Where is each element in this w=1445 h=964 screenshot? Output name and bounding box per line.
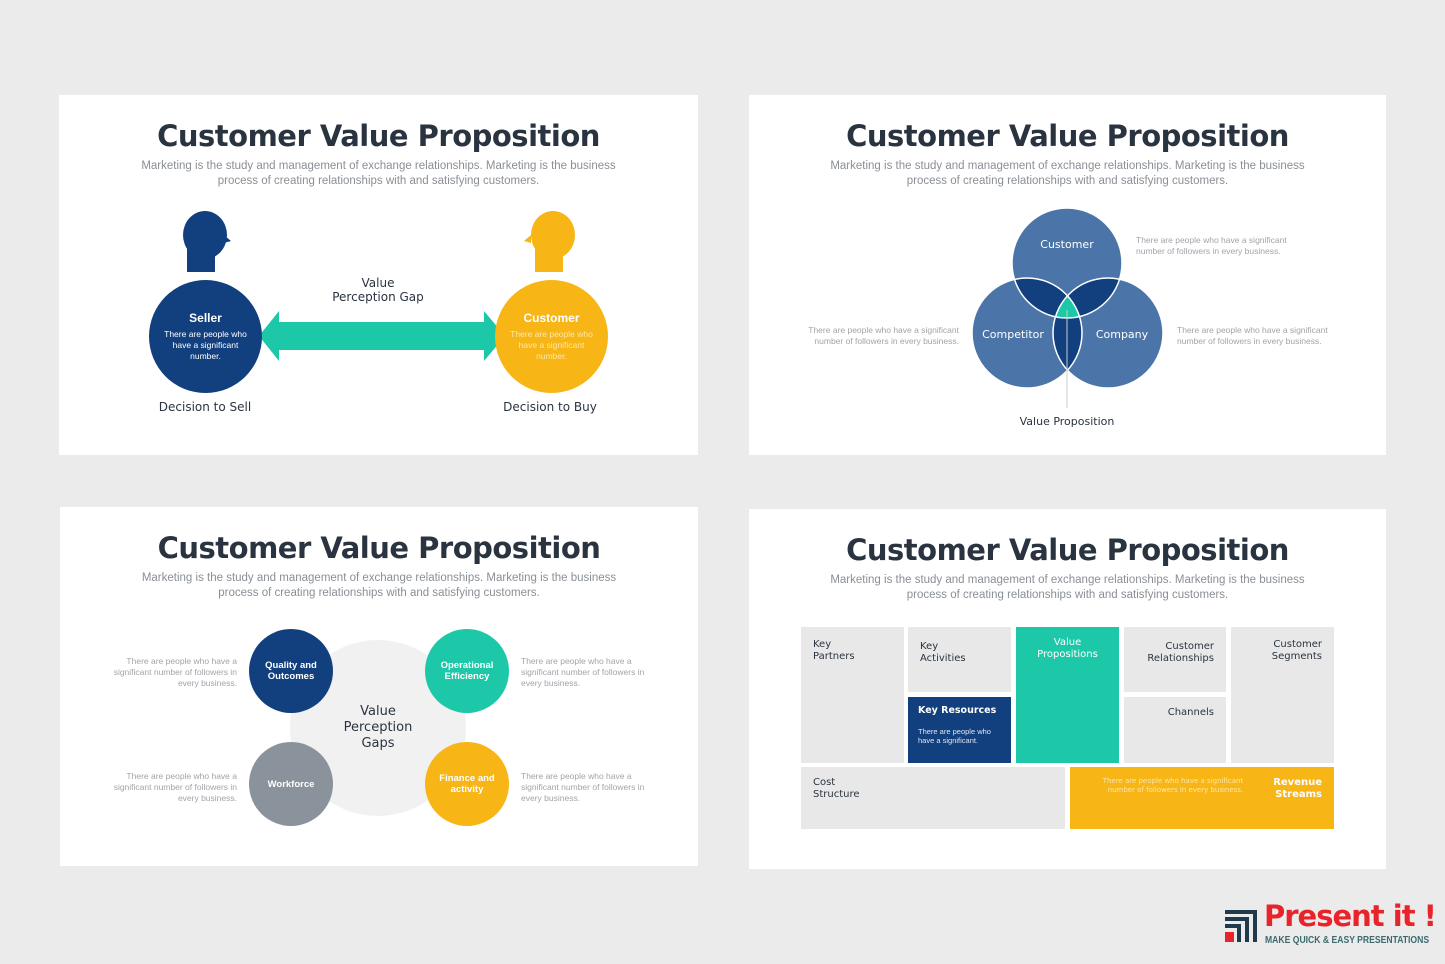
customer-head-icon [524, 211, 575, 272]
slide-title: Customer Value Proposition [157, 531, 601, 565]
seller-label: Seller [189, 311, 222, 325]
key-activities-label: Key Activities [920, 641, 966, 664]
center-label: Value Perception Gaps [343, 704, 413, 751]
workforce-note: There are people who have a significant … [113, 771, 237, 803]
slide-title: Customer Value Proposition [846, 119, 1289, 153]
slide-subtitle: Marketing is the study and management of… [749, 573, 1386, 603]
slide-subtitle: Marketing is the study and management of… [59, 159, 698, 189]
slide-venn: Customer Value Proposition Marketing is … [749, 95, 1386, 455]
slide-subtitle: Marketing is the study and management of… [749, 159, 1386, 189]
workforce-circle: Workforce [249, 742, 333, 826]
decision-sell: Decision to Sell [158, 400, 252, 414]
cell-value-propositions: Value Propositions [1016, 627, 1119, 763]
revenue-streams-label: Revenue Streams [1273, 777, 1322, 800]
cell-channels: Channels [1124, 697, 1226, 763]
revenue-text: There are people who have a significant … [1102, 777, 1244, 794]
subtitle-line: Marketing is the study and management of… [830, 574, 1305, 586]
venn-diagram [971, 207, 1164, 408]
cell-key-activities: Key Activities [908, 627, 1011, 692]
cost-structure-label: Cost Structure [813, 777, 860, 800]
subtitle-line: Marketing is the study and management of… [141, 160, 616, 172]
finance-label: Finance and activity [439, 773, 495, 795]
workforce-label: Workforce [267, 778, 315, 790]
finance-circle: Finance and activity [425, 742, 509, 826]
seller-circle: Seller There are people who have a signi… [149, 280, 262, 393]
logo-mark-icon [1225, 910, 1257, 942]
head-icons [183, 211, 575, 361]
gap-label-1: Value [361, 276, 395, 290]
company-note: There are people who have a significant … [1177, 325, 1328, 346]
cell-customer-segments: Customer Segments [1231, 627, 1334, 763]
customer-text: There are people who have a significant … [510, 329, 593, 361]
customer-note: There are people who have a significant … [1136, 235, 1287, 256]
subtitle-line: process of creating relationships with a… [218, 587, 540, 599]
channels-label: Channels [1167, 707, 1214, 718]
slide-canvas: Customer Value Proposition Marketing is … [749, 509, 1386, 869]
present-it-logo: Present it ! MAKE QUICK & EASY PRESENTAT… [1223, 899, 1437, 948]
slide-subtitle: Marketing is the study and management of… [60, 571, 698, 601]
subtitle-line: Marketing is the study and management of… [830, 160, 1305, 172]
operational-circle: Operational Efficiency [425, 629, 509, 713]
company-label: Company [1095, 328, 1149, 341]
double-arrow-icon [259, 311, 505, 361]
slide-title: Customer Value Proposition [846, 533, 1289, 567]
subtitle-line: process of creating relationships with a… [217, 175, 540, 187]
quality-circle: Quality and Outcomes [249, 629, 333, 713]
cell-customer-relationships: Customer Relationships [1124, 627, 1226, 692]
subtitle-line: Marketing is the study and management of… [141, 572, 617, 584]
competitor-label: Competitor [982, 328, 1044, 341]
customer-segments-label: Customer Segments [1271, 639, 1322, 662]
cell-cost-structure: Cost Structure [801, 767, 1065, 829]
key-partners-label: Key Partners [813, 639, 855, 662]
slide-title: Customer Value Proposition [157, 119, 600, 153]
customer-circle: Customer There are people who have a sig… [495, 280, 608, 393]
slide-gaps: Customer Value Proposition Marketing is … [60, 507, 698, 866]
operational-note: There are people who have a significant … [521, 656, 645, 688]
operational-label: Operational Efficiency [440, 660, 494, 682]
seller-text: There are people who have a significant … [164, 329, 247, 361]
subtitle-line: process of creating relationships with a… [906, 175, 1229, 187]
competitor-note: There are people who have a significant … [808, 325, 959, 346]
quality-note: There are people who have a significant … [113, 656, 237, 688]
value-propositions-label: Value Propositions [1037, 637, 1098, 660]
customer-relationships-label: Customer Relationships [1147, 641, 1214, 664]
cell-key-partners: Key Partners [801, 627, 904, 763]
seller-head-icon [183, 211, 231, 272]
gap-label-2: Perception Gap [332, 290, 424, 304]
slide-seller-customer: Customer Value Proposition Marketing is … [59, 95, 698, 455]
value-prop-label: Value Proposition [1019, 415, 1115, 428]
cell-revenue-streams: There are people who have a significant … [1070, 767, 1334, 829]
key-resources-label: Key Resources [918, 705, 997, 716]
decision-buy: Decision to Buy [503, 400, 597, 414]
logo-brand: Present it ! [1264, 899, 1437, 933]
subtitle-line: process of creating relationships with a… [906, 589, 1229, 601]
customer-label: Customer [523, 311, 580, 325]
logo-tagline: MAKE QUICK & EASY PRESENTATIONS [1265, 934, 1430, 946]
quality-label: Quality and Outcomes [265, 660, 317, 682]
key-resources-text: There are people who have a significant. [918, 727, 991, 745]
customer-label: Customer [1040, 238, 1094, 251]
finance-note: There are people who have a significant … [521, 771, 645, 803]
